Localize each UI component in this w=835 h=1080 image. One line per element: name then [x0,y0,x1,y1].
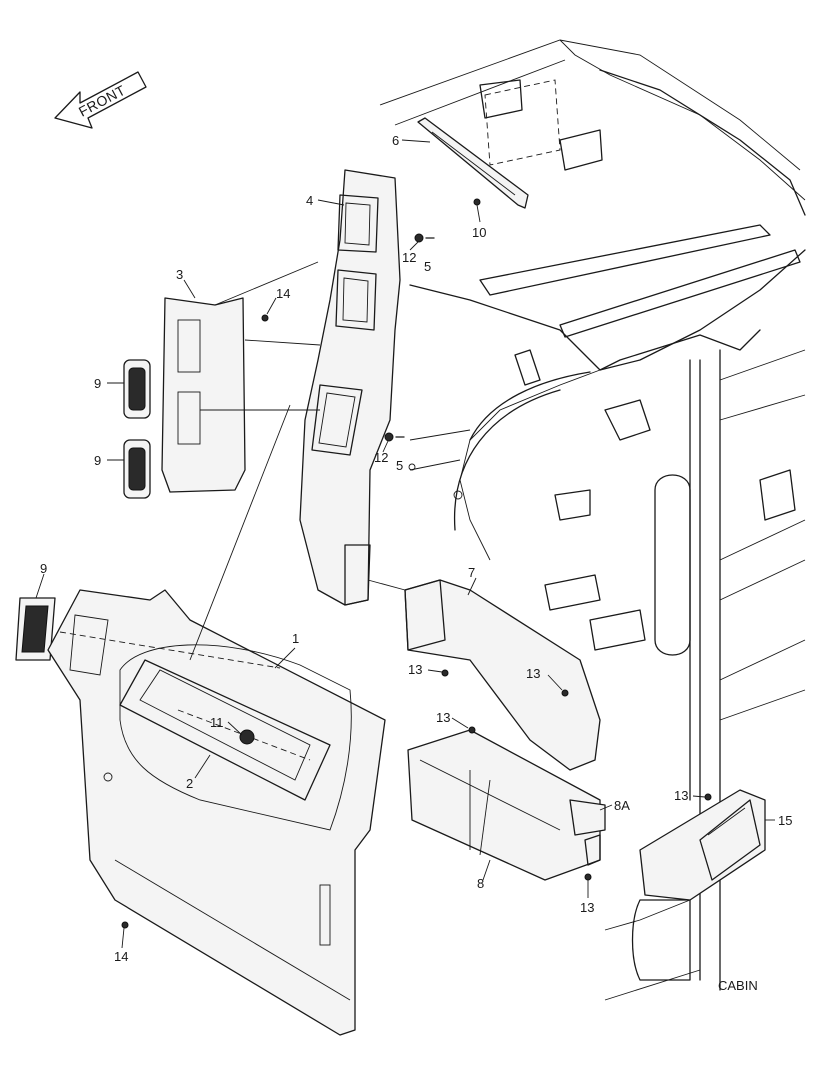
front-arrow: FRONT [54,71,147,129]
callout-14b: 14 [114,949,128,964]
callout-4: 4 [306,193,313,208]
part-4-duct [299,169,401,606]
part-9-switches [15,359,151,661]
callout-13e: 13 [580,900,594,915]
callout-9b: 9 [94,453,101,468]
callout-15: 15 [778,813,792,828]
leader-lines [35,139,775,949]
callout-13d: 13 [674,788,688,803]
callout-13c: 13 [436,710,450,725]
callout-3: 3 [176,267,183,282]
callout-10: 10 [472,225,486,240]
callout-6: 6 [392,133,399,148]
callout-2: 2 [186,776,193,791]
callout-13a: 13 [408,662,422,677]
callout-9c: 9 [40,561,47,576]
callout-13b: 13 [526,666,540,681]
callout-12a: 12 [402,250,416,265]
callout-8: 8 [477,876,484,891]
part-3-panel [161,261,321,493]
callout-5a: 5 [424,259,431,274]
part-15-vent [639,789,766,901]
callout-14a: 14 [276,286,290,301]
callout-1: 1 [292,631,299,646]
part-7-duct [367,579,601,771]
cabin-structure [379,39,806,1001]
callout-labels: 1 2 3 4 5 5 6 7 8 8A 9 9 9 10 11 12 12 1… [40,133,792,993]
callout-11: 11 [210,715,224,730]
callout-5b: 5 [396,458,403,473]
callout-8a: 8A [614,798,630,813]
callout-9a: 9 [94,376,101,391]
cabin-label: CABIN [718,978,758,993]
part-6-bracket [417,79,603,209]
callout-12b: 12 [374,450,388,465]
part-8-blower [407,729,606,881]
callout-7: 7 [468,565,475,580]
part-2-plate [119,659,331,801]
